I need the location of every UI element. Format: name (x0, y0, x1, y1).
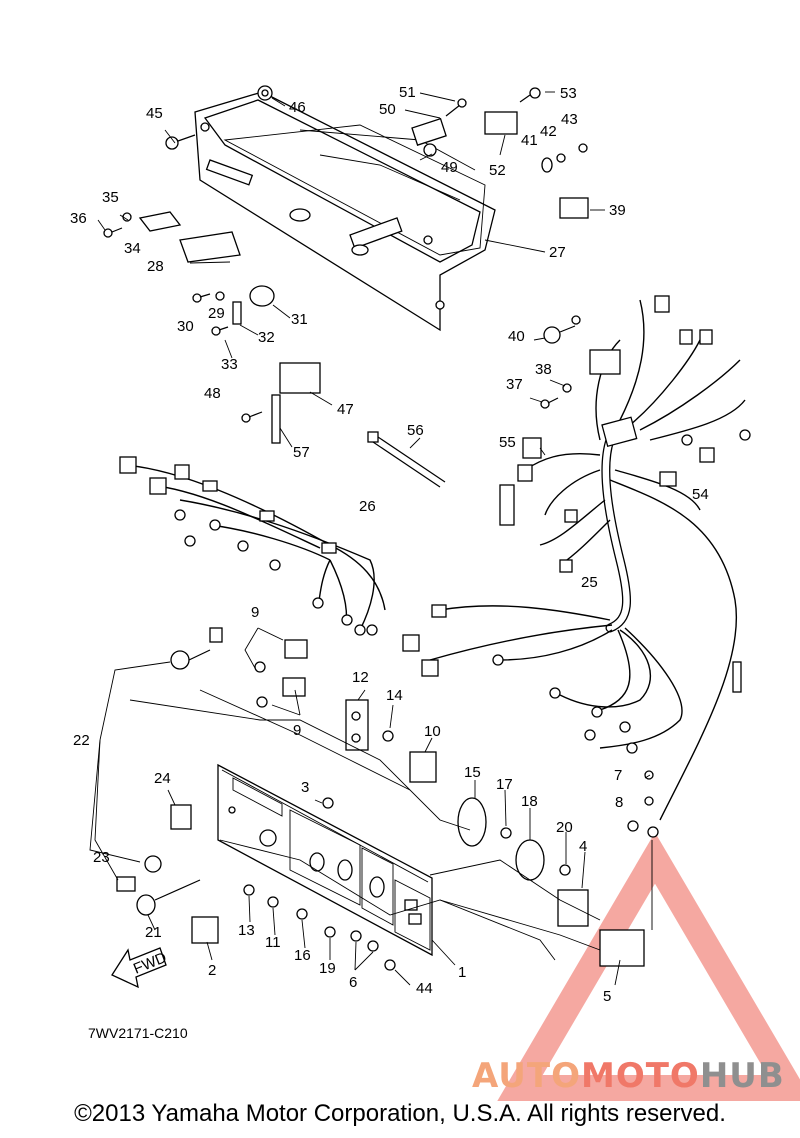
callout-2: 2 (208, 962, 216, 979)
callout-24: 24 (154, 770, 171, 787)
copyright-notice: ©2013 Yamaha Motor Corporation, U.S.A. A… (74, 1100, 726, 1127)
callout-34: 34 (124, 240, 141, 257)
wire-harness-26 (119, 456, 386, 636)
callout-1: 1 (458, 964, 466, 981)
callout-28: 28 (147, 258, 164, 275)
fwd-label: FWD (131, 949, 169, 978)
callout-4: 4 (579, 838, 587, 855)
callout-38: 38 (535, 361, 552, 378)
callout-26: 26 (359, 498, 376, 515)
svg-text:AUTOMOTOHUB: AUTOMOTOHUB (472, 1056, 785, 1096)
callout-50: 50 (379, 101, 396, 118)
upper-leader-lines (97, 91, 605, 456)
callout-32: 32 (258, 329, 275, 346)
callout-35: 35 (102, 189, 119, 206)
callout-18: 18 (521, 793, 538, 810)
callout-20: 20 (556, 819, 573, 836)
callout-labels: 1 2 3 4 5 6 7 8 9 9 10 11 12 13 14 15 16… (70, 84, 709, 1005)
callout-3: 3 (301, 779, 309, 796)
callout-48: 48 (204, 385, 221, 402)
callout-8: 8 (615, 794, 623, 811)
callout-46: 46 (289, 99, 306, 116)
callout-39: 39 (609, 202, 626, 219)
callout-9b: 9 (293, 722, 301, 739)
callout-23: 23 (93, 849, 110, 866)
callout-44: 44 (416, 980, 433, 997)
callout-11: 11 (265, 934, 281, 951)
callout-12: 12 (352, 669, 369, 686)
callout-14: 14 (386, 687, 403, 704)
callout-55: 55 (499, 434, 516, 451)
panel-components (116, 627, 654, 971)
watermark-part2: MOTO (581, 1056, 700, 1096)
callout-9a: 9 (251, 604, 259, 621)
watermark-logo: AUTOMOTOHUB (472, 1056, 785, 1096)
callout-42: 42 (540, 123, 557, 140)
callout-37: 37 (506, 376, 523, 393)
callout-36: 36 (70, 210, 87, 227)
callout-40: 40 (508, 328, 525, 345)
callout-30: 30 (177, 318, 194, 335)
callout-31: 31 (291, 311, 308, 328)
lower-leader-lines (89, 627, 653, 986)
callout-29: 29 (208, 305, 225, 322)
watermark-part1: AUTO (472, 1056, 581, 1096)
callout-43: 43 (561, 111, 578, 128)
callout-22: 22 (73, 732, 90, 749)
callout-10: 10 (424, 723, 441, 740)
watermark-part3: HUB (700, 1056, 785, 1096)
callout-51: 51 (399, 84, 416, 101)
upper-fasteners (103, 85, 589, 488)
callout-19: 19 (319, 960, 336, 977)
callout-33: 33 (221, 356, 238, 373)
callout-54: 54 (692, 486, 709, 503)
fwd-arrow: FWD (111, 947, 169, 989)
callout-47: 47 (337, 401, 354, 418)
wire-harness-25 (402, 295, 751, 838)
callout-49: 49 (441, 159, 458, 176)
callout-52: 52 (489, 162, 506, 179)
watermark-triangle (497, 832, 800, 1101)
callout-15: 15 (464, 764, 481, 781)
callout-27: 27 (549, 244, 566, 261)
callout-25: 25 (581, 574, 598, 591)
callout-57: 57 (293, 444, 310, 461)
callout-6: 6 (349, 974, 357, 991)
callout-21: 21 (145, 924, 162, 941)
callout-13: 13 (238, 922, 255, 939)
callout-45: 45 (146, 105, 163, 122)
callout-56: 56 (407, 422, 424, 439)
diagram-code: 7WV2171-C210 (88, 1025, 188, 1041)
callout-5: 5 (603, 988, 611, 1005)
callout-41: 41 (521, 132, 538, 149)
callout-17: 17 (496, 776, 513, 793)
control-box-frame (194, 91, 496, 332)
callout-53: 53 (560, 85, 577, 102)
callout-16: 16 (294, 947, 311, 964)
callout-7: 7 (614, 767, 622, 784)
